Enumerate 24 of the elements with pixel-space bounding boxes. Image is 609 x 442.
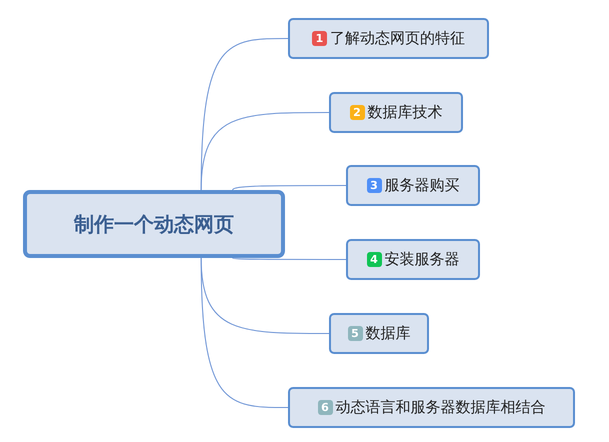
topic-box (346, 239, 480, 280)
topic-label: 数据库技术 (368, 103, 442, 122)
topic-box (329, 92, 463, 133)
connector-line (200, 258, 288, 408)
priority-badge: 6 (318, 400, 332, 415)
priority-badge: 3 (366, 178, 382, 193)
topic-label: 动态语言和服务器数据库相结合 (336, 398, 546, 417)
topic-label: 数据库 (366, 324, 410, 343)
central-topic-label: 制作一个动态网页 (74, 210, 234, 238)
topic-box (288, 18, 489, 59)
central-topic-box (23, 190, 285, 258)
priority-badge: 1 (312, 31, 327, 46)
topic-label: 安装服务器 (384, 250, 460, 269)
topic-box (346, 165, 480, 206)
topic-label: 服务器购买 (384, 176, 460, 195)
priority-badge: 2 (350, 105, 364, 120)
connector-line (232, 258, 346, 260)
topic-box (288, 387, 575, 428)
topic-box (329, 313, 429, 354)
priority-badge: 4 (366, 252, 382, 267)
connector-line (232, 185, 346, 190)
priority-badge: 5 (348, 326, 362, 341)
connector-line (200, 112, 330, 190)
topic-label: 了解动态网页的特征 (330, 29, 465, 48)
